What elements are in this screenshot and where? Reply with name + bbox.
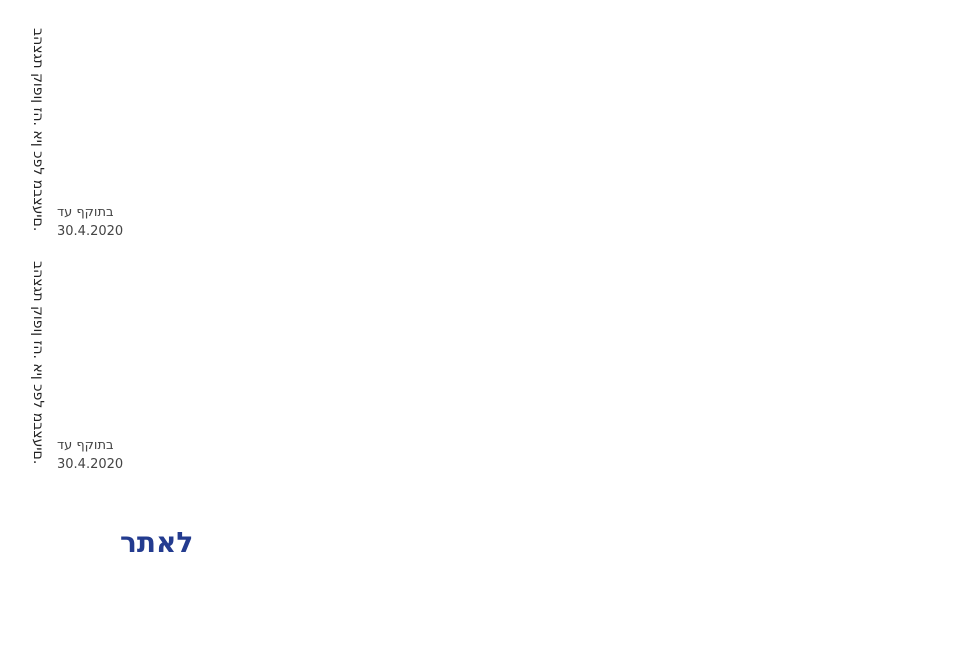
valid-until-date: 30.4.2020 bbox=[57, 224, 124, 239]
coupon-validity: בתוקף עד 30.4.2020 bbox=[57, 436, 123, 474]
coupon-terms: בהצגת קופון זה. אין כפל מבצעים. bbox=[30, 261, 46, 465]
valid-until-date: 30.4.2020 bbox=[57, 457, 124, 472]
valid-until-label: בתוקף עד bbox=[57, 438, 114, 453]
valid-until-label: בתוקף עד bbox=[57, 205, 114, 220]
to-site-link[interactable]: לאתר bbox=[120, 526, 194, 559]
coupon-validity: בתוקף עד 30.4.2020 bbox=[57, 203, 123, 241]
coupon-1: בהצגת קופון זה. אין כפל מבצעים. בתוקף עד… bbox=[0, 0, 200, 239]
coupon-2: בהצגת קופון זה. אין כפל מבצעים. בתוקף עד… bbox=[0, 233, 200, 472]
coupon-terms: בהצגת קופון זה. אין כפל מבצעים. bbox=[30, 28, 46, 232]
